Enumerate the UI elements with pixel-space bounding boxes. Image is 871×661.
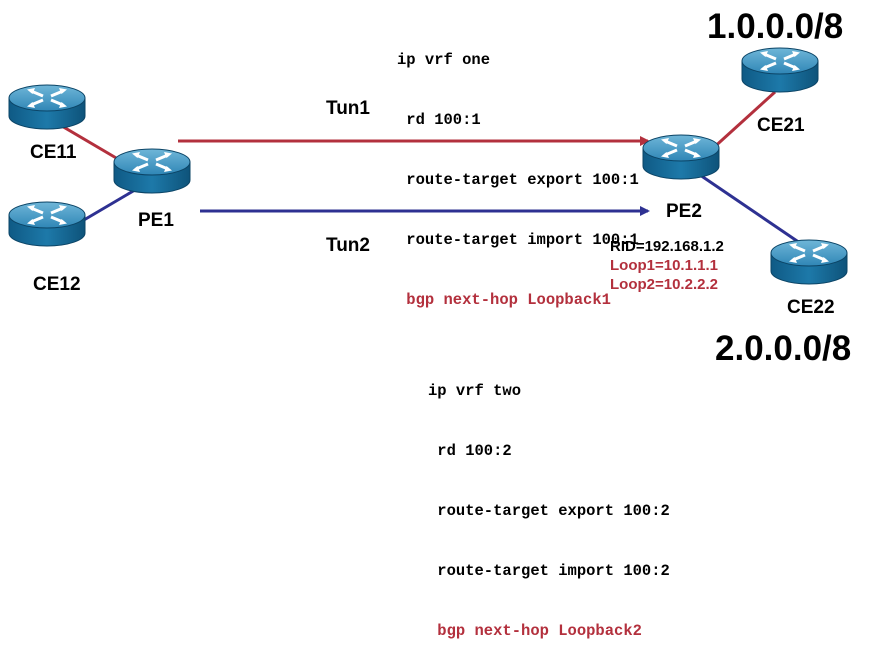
vrf-two-line: route-target export 100:2 <box>428 502 670 520</box>
node-label-pe1: PE1 <box>138 210 174 231</box>
node-label-ce12: CE12 <box>33 274 81 295</box>
link-pe2-ce22 <box>699 173 801 245</box>
vrf-one-line: rd 100:1 <box>397 111 481 129</box>
prefix-bottom: 2.0.0.0/8 <box>715 329 852 368</box>
node-label-ce22: CE22 <box>787 297 835 318</box>
network-diagram <box>7 46 849 286</box>
router-icon <box>769 238 849 286</box>
vrf-one-line: route-target export 100:1 <box>397 171 639 189</box>
router-icon <box>641 133 721 181</box>
vrf-two-line: ip vrf two <box>428 382 522 400</box>
router-icon <box>740 46 820 94</box>
node-label-ce21: CE21 <box>757 115 805 136</box>
node-label-ce11: CE11 <box>30 142 77 163</box>
vrf-two-line: route-target import 100:2 <box>428 562 670 580</box>
router-icon <box>7 200 87 248</box>
vrf-one-line: route-target import 100:1 <box>397 231 639 249</box>
prefix-top: 1.0.0.0/8 <box>707 7 844 46</box>
pe2-rid: RID=192.168.1.2 <box>610 238 724 255</box>
pe2-loop1: Loop1=10.1.1.1 <box>610 257 718 274</box>
pe2-loop2: Loop2=10.2.2.2 <box>610 276 718 293</box>
router-icon <box>7 83 87 131</box>
router-icon <box>112 147 192 195</box>
tunnel-2-label: Tun2 <box>326 235 370 256</box>
vrf-one-next-hop: bgp next-hop Loopback1 <box>397 291 611 309</box>
vrf-two-line: rd 100:2 <box>428 442 512 460</box>
vrf-one-line: ip vrf one <box>397 51 491 69</box>
tunnel-1-label: Tun1 <box>326 98 370 119</box>
vrf-one-config: ip vrf one rd 100:1 route-target export … <box>397 10 639 330</box>
vrf-two-next-hop: bgp next-hop Loopback2 <box>428 622 642 640</box>
vrf-two-config: ip vrf two rd 100:2 route-target export … <box>428 341 670 661</box>
node-label-pe2: PE2 <box>666 201 702 222</box>
